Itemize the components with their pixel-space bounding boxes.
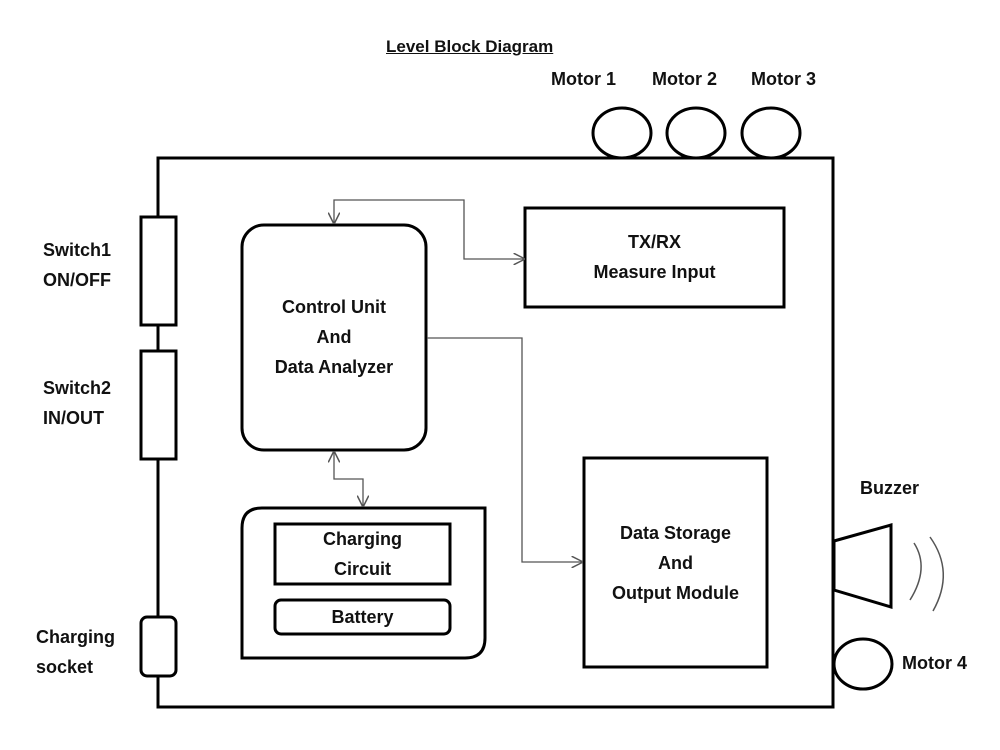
txrx-line2: Measure Input [593,262,716,282]
switch2-block [139,349,178,461]
diagram-title: Level Block Diagram [386,37,554,56]
motor2-label: Motor 2 [652,69,717,89]
charging-circuit-block [273,522,452,586]
motor1-icon [591,106,653,160]
charging-socket-line2: socket [36,657,94,677]
control-unit-line1: Control Unit [282,297,386,317]
battery-block [273,598,452,636]
switch1-name: Switch1 [43,240,112,260]
control-unit-label: Control Unit And Data Analyzer [242,292,426,382]
charging-circuit-label: Charging Circuit [275,524,450,584]
switch2-mode: IN/OUT [43,408,104,428]
data-storage-line3: Output Module [612,583,739,603]
charging-socket-block [139,615,178,678]
switch1-block [139,215,178,327]
motor4-icon [832,637,894,691]
charging-socket-label: Charging socket [36,622,115,682]
motor2-icon [665,106,727,160]
sound-wave-outer-icon [929,536,944,612]
data-storage-label: Data Storage And Output Module [584,518,767,608]
switch1-label: Switch1 ON/OFF [43,235,111,295]
buzzer-icon [832,523,893,610]
sound-wave-inner-icon [909,542,922,601]
txrx-block [523,206,786,309]
charging-circuit-line2: Circuit [333,559,391,579]
data-storage-block [582,456,769,669]
control-unit-line2: And [316,327,352,347]
switch1-mode: ON/OFF [43,270,111,290]
battery-label: Battery [331,607,394,627]
motor3-icon [740,106,802,160]
connector-control-power [334,452,363,506]
txrx-label: TX/RX Measure Input [525,227,784,287]
connector-control-txrx [334,199,524,259]
charging-socket-line1: Charging [36,627,115,647]
charging-circuit-line1: Charging [323,529,402,549]
data-storage-line2: And [658,553,693,573]
motor4-label: Motor 4 [902,653,967,673]
switch2-label: Switch2 IN/OUT [43,373,111,433]
data-storage-line1: Data Storage [619,523,732,543]
switch2-name: Switch2 [43,378,112,398]
control-unit-line3: Data Analyzer [274,357,394,377]
connector-control-storage [427,337,582,562]
txrx-line1: TX/RX [627,232,681,252]
buzzer-label: Buzzer [860,478,920,498]
motor3-label: Motor 3 [751,69,816,89]
motor1-label: Motor 1 [551,69,616,89]
